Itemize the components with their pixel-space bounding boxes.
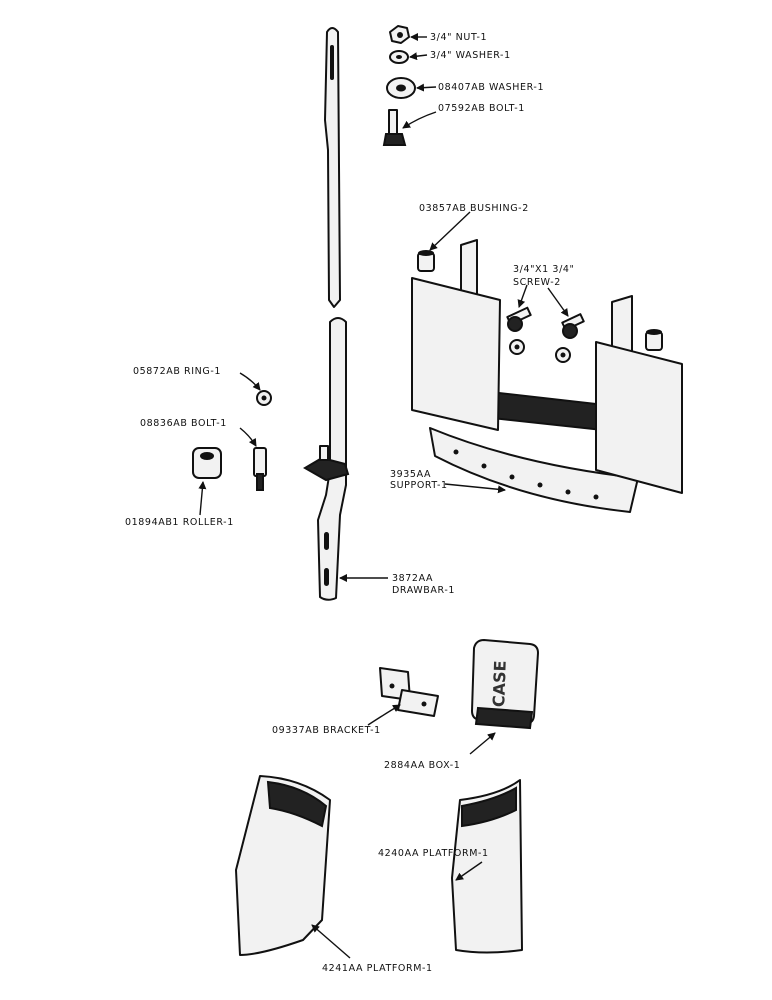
screw-left-part	[506, 306, 532, 332]
nut-pair-parts	[509, 339, 571, 363]
roller-part	[192, 447, 222, 479]
mid-bolt-part	[253, 447, 267, 491]
drawbar-pin-part	[303, 445, 350, 482]
ring-label: 05872AB RING-1	[133, 366, 221, 377]
drawbar-label-line2: DRAWBAR-1	[392, 585, 455, 596]
box-brand-text: CASE	[489, 660, 510, 707]
screw-right-part	[561, 313, 585, 339]
bracket-label: 09337AB BRACKET-1	[272, 725, 381, 736]
ring-leader	[239, 372, 261, 391]
screw-leader	[517, 284, 528, 308]
platform-right-leader	[455, 861, 483, 881]
bracket-leader	[367, 704, 401, 726]
large-washer-label: 08407AB WASHER-1	[438, 82, 544, 93]
screw-label-line2: SCREW-2	[513, 277, 561, 288]
platform-right-part	[451, 779, 523, 954]
support-label-line2: SUPPORT-1	[390, 480, 448, 491]
bushing-leader	[429, 211, 471, 251]
ring-part	[256, 390, 272, 406]
small-washer-part	[389, 50, 409, 64]
bracket-part	[379, 667, 439, 717]
platform-left-part	[235, 775, 331, 956]
support-label-line1: 3935AA	[390, 469, 431, 480]
mid-bolt-leader	[239, 427, 257, 447]
bushing-right-part	[645, 329, 663, 351]
drawbar-upper-part	[324, 27, 341, 308]
top-bolt-label: 07592AB BOLT-1	[438, 103, 525, 114]
large-washer-part	[386, 77, 416, 99]
bushing-label: 03857AB BUSHING-2	[419, 203, 529, 214]
bushing-part	[417, 250, 435, 272]
box-part: CASE	[471, 639, 539, 730]
platform-left-label: 4241AA PLATFORM-1	[322, 963, 433, 974]
roller-leader	[198, 481, 207, 516]
screw-leader-2	[547, 287, 569, 317]
mid-bolt-label: 08836AB BOLT-1	[140, 418, 227, 429]
box-label: 2884AA BOX-1	[384, 760, 460, 771]
small-washer-leader	[409, 52, 428, 61]
platform-left-leader	[311, 924, 351, 959]
box-leader	[469, 732, 496, 755]
platform-right-label: 4240AA PLATFORM-1	[378, 848, 489, 859]
drawbar-lower-part	[317, 317, 347, 601]
top-bolt-part	[382, 109, 407, 146]
support-part	[411, 239, 683, 513]
screw-label-line1: 3/4"X1 3/4"	[513, 264, 575, 275]
roller-label: 01894AB1 ROLLER-1	[125, 517, 234, 528]
support-leader	[444, 483, 506, 494]
nut-part	[389, 25, 410, 44]
drawbar-label-line1: 3872AA	[392, 573, 433, 584]
small-washer-label: 3/4" WASHER-1	[430, 50, 511, 61]
top-bolt-leader	[402, 111, 437, 129]
large-washer-leader	[416, 83, 437, 92]
nut-label: 3/4" NUT-1	[430, 32, 487, 43]
